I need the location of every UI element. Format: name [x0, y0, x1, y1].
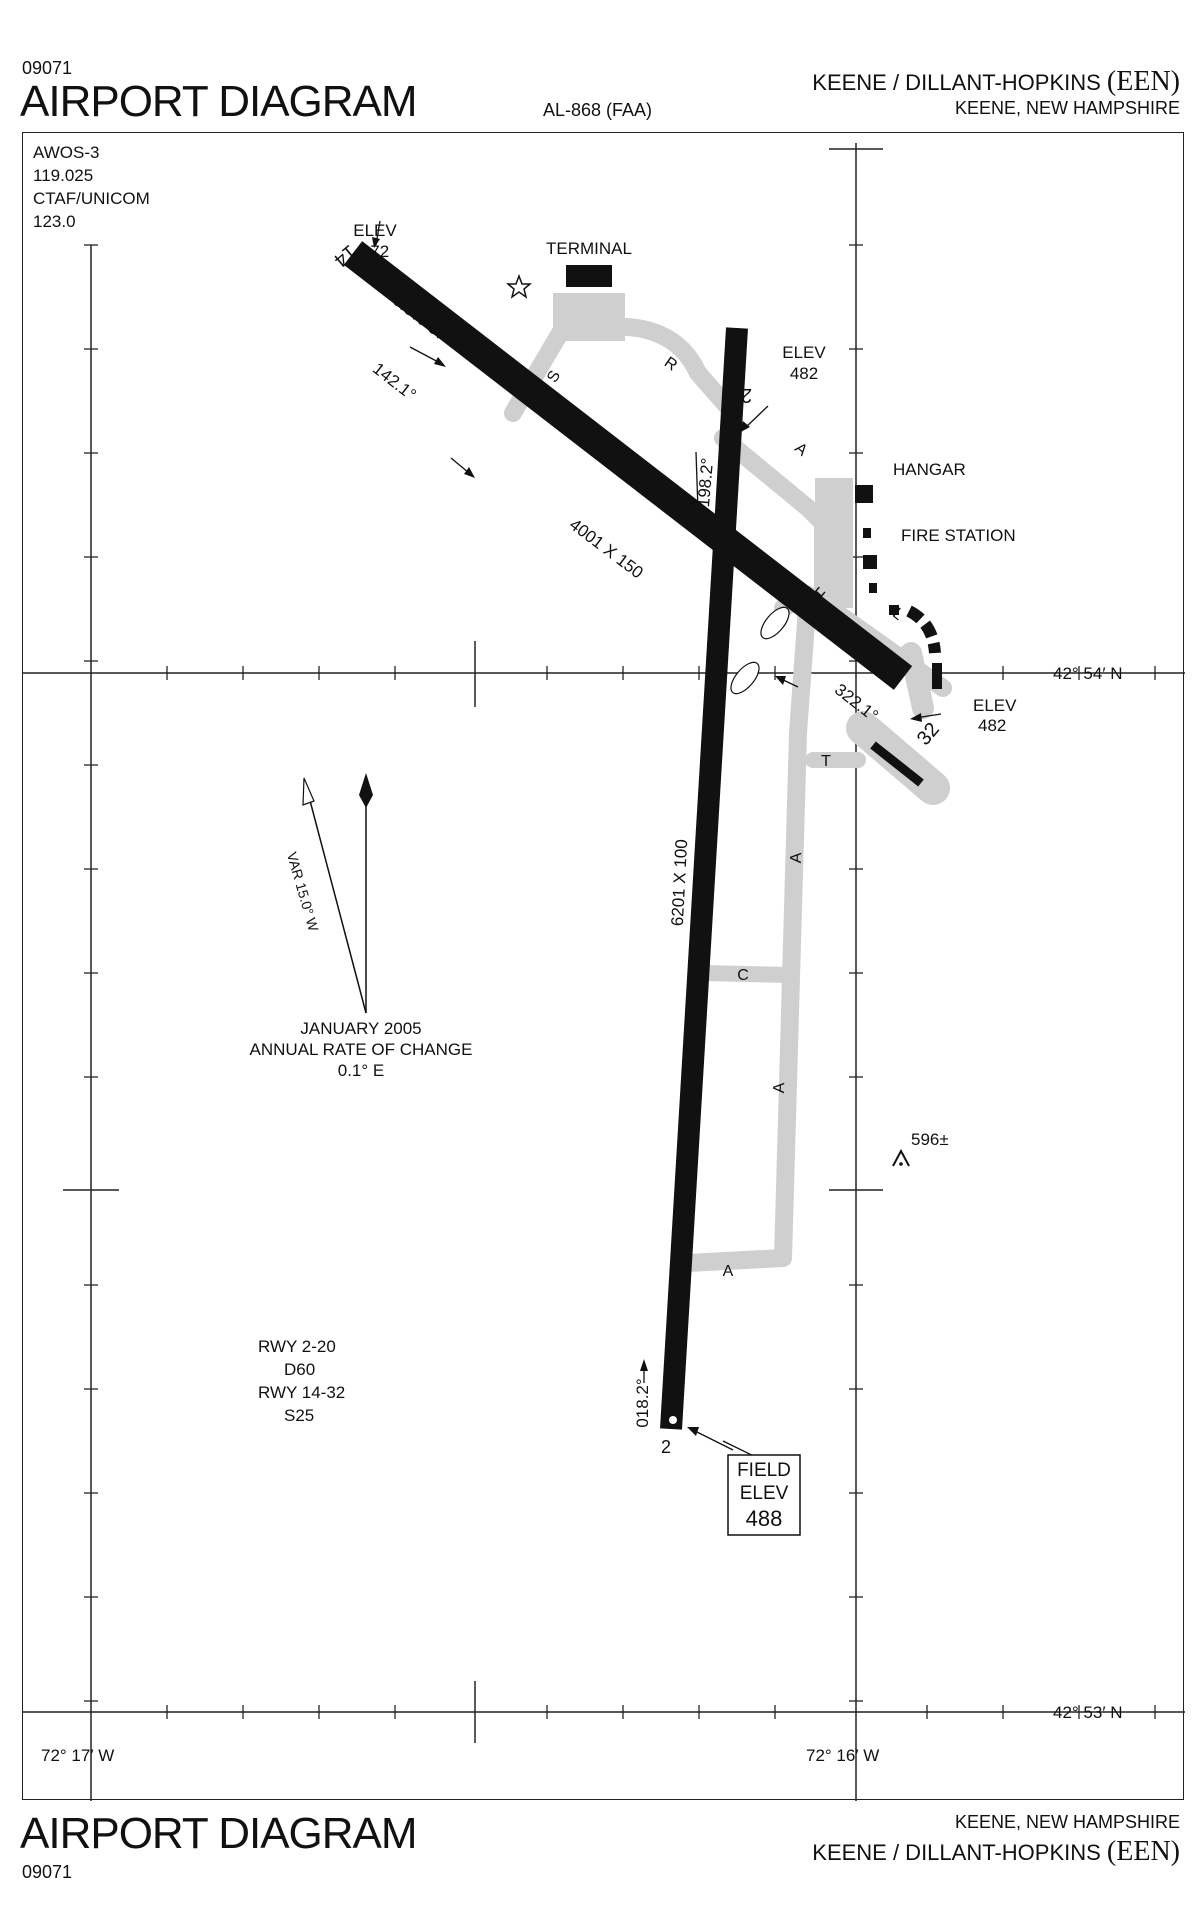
rwy-strength-3: RWY 14-32: [258, 1383, 345, 1402]
taxiway-c-label: C: [737, 967, 749, 984]
runway-32-number: 32: [913, 719, 944, 750]
lat-south-label: 42° 53′ N: [1053, 1703, 1123, 1722]
taxiway-a-lower-label: A: [771, 1082, 788, 1094]
awos-label: AWOS-3: [33, 143, 99, 162]
hangar-label: HANGAR: [893, 460, 966, 479]
chart-number-top: 09071: [22, 58, 73, 78]
airport-code-bottom: (EEN): [1106, 1836, 1180, 1867]
fire-station-label: FIRE STATION: [901, 526, 1016, 545]
runway-14-32: [343, 241, 913, 690]
rwy-strength-2: D60: [284, 1360, 315, 1379]
procedure-id: AL-868 (FAA): [543, 100, 653, 120]
terminal-label: TERMINAL: [546, 239, 632, 258]
field-elev-value: 488: [746, 1506, 783, 1531]
runway-20-heading: 198.2°: [694, 457, 717, 508]
taxiway-a-mid-label: A: [788, 852, 805, 864]
hangar-block-3: [932, 663, 942, 689]
taxiway-a-upper-label: A: [791, 440, 810, 460]
hangar-apron: [815, 478, 853, 608]
obstacle-height: 596±: [911, 1130, 949, 1149]
rwy-strength-1: RWY 2-20: [258, 1337, 336, 1356]
lon-west-label: 72° 17′ W: [41, 1746, 114, 1765]
airport-name-top: KEENE / DILLANT-HOPKINS (EEN): [812, 66, 1180, 98]
magnetic-rate-value: 0.1° E: [338, 1061, 385, 1080]
airport-name-text: KEENE / DILLANT-HOPKINS: [812, 70, 1101, 95]
ctaf-label: CTAF/UNICOM: [33, 189, 150, 208]
runway-20-number: 20: [730, 384, 752, 406]
runway-2-20-dimensions: 6201 X 100: [668, 839, 692, 927]
h-oval-upper: [760, 606, 790, 640]
runway-32-extension: [870, 741, 924, 787]
chart-title-bottom: AIRPORT DIAGRAM: [20, 1809, 418, 1858]
taxiway-t-label: T: [821, 753, 831, 770]
hangar-block-2: [889, 605, 899, 615]
lat-north-label: 42° 54′ N: [1053, 664, 1123, 683]
elev-32-label: ELEV: [973, 696, 1017, 715]
fire-station-building: [863, 555, 877, 569]
obstacle-dot: [899, 1162, 903, 1166]
h-oval-lower: [730, 661, 760, 695]
ctaf-frequency: 123.0: [33, 212, 76, 231]
runway-2-heading: 018.2°: [633, 1378, 652, 1427]
chart-title-top: AIRPORT DIAGRAM: [20, 77, 418, 126]
field-elev-line2: ELEV: [740, 1483, 789, 1504]
magnetic-north-arrow-icon: [302, 777, 315, 806]
terminal-building: [566, 265, 612, 287]
beacon-star-icon: [505, 273, 533, 299]
true-north-arrow-icon: [359, 773, 373, 808]
airport-code: (EEN): [1106, 66, 1180, 97]
location-bottom: KEENE, NEW HAMPSHIRE: [954, 1812, 1180, 1832]
runway-2-20: [660, 327, 748, 1430]
location-top: KEENE, NEW HAMPSHIRE: [954, 98, 1180, 118]
elev-20-label: ELEV: [782, 343, 826, 362]
diagram-frame: AWOS-3 119.025 CTAF/UNICOM 123.0 ELEV 47…: [22, 132, 1185, 1801]
elev-32-value: 482: [978, 716, 1006, 735]
chart-number-bottom: 09071: [22, 1862, 73, 1882]
airport-name-text-bottom: KEENE / DILLANT-HOPKINS: [812, 1840, 1101, 1865]
elev-20-value: 482: [790, 364, 818, 383]
field-elev-line1: FIELD: [737, 1460, 791, 1481]
lon-east-label: 72° 16′ W: [806, 1746, 879, 1765]
airport-map: AWOS-3 119.025 CTAF/UNICOM 123.0 ELEV 47…: [23, 143, 1185, 1801]
field-elev-box: [727, 1454, 801, 1536]
runway-14-heading: 142.1°: [369, 359, 420, 404]
obstacle-icon: [892, 1148, 910, 1167]
elev-14-label: ELEV: [353, 221, 397, 240]
magnetic-north-line: [307, 792, 367, 1014]
magnetic-rate-label: ANNUAL RATE OF CHANGE: [250, 1040, 473, 1059]
fire-station-taxi: [900, 642, 934, 719]
airport-name-bottom: KEENE / DILLANT-HOPKINS (EEN): [812, 1836, 1180, 1868]
taxiway-s-label: S: [544, 368, 564, 386]
runway-2-threshold-light: [669, 1416, 677, 1424]
magnetic-variation: VAR 15.0° W: [284, 850, 322, 934]
elev-14-value: 472: [361, 242, 389, 261]
taxiway-c: [695, 965, 799, 983]
graticule-ticks: [84, 244, 1156, 1719]
fire-station-marker-1: [863, 528, 871, 538]
awos-frequency: 119.025: [33, 166, 93, 185]
hangar-block-1: [869, 583, 877, 593]
taxiway-a-south-label: A: [723, 1263, 734, 1280]
rwy-strength-4: S25: [284, 1406, 314, 1425]
runway-2-number: 2: [661, 1437, 671, 1457]
taxiway-a-parallel: [679, 586, 817, 1272]
runway-14-32-dimensions: 4001 X 150: [566, 515, 647, 583]
hangar-building: [855, 485, 873, 503]
terminal-apron: [553, 293, 625, 341]
magnetic-date: JANUARY 2005: [300, 1019, 421, 1038]
hangar-row: [906, 605, 941, 654]
